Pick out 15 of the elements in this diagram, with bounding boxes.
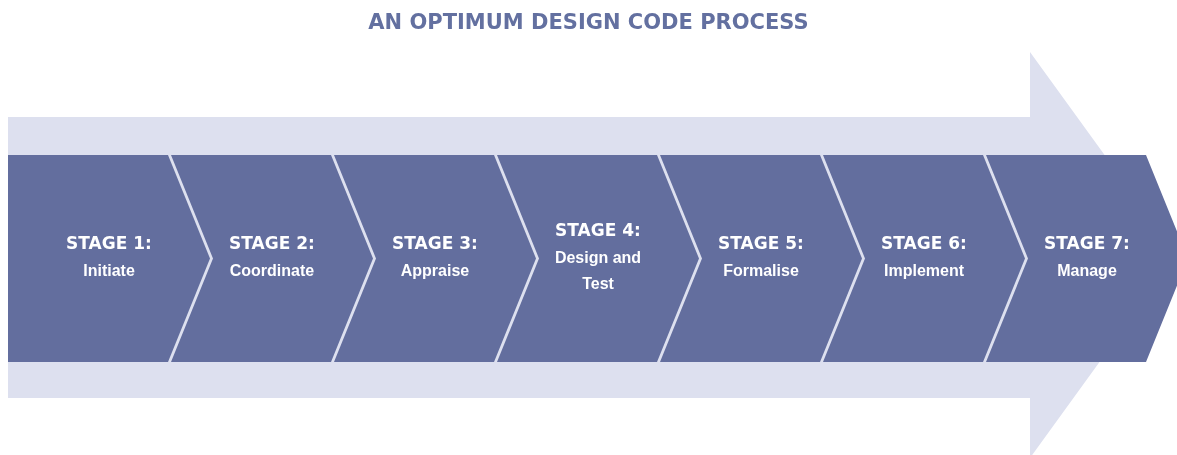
diagram-title: AN OPTIMUM DESIGN CODE PROCESS: [368, 10, 809, 34]
stage-name: Formalise: [723, 261, 799, 281]
stage-heading: STAGE 5:: [718, 233, 804, 253]
stage-name: Coordinate: [229, 261, 315, 281]
stage-name: Appraise: [400, 261, 470, 281]
stage-heading: STAGE 7:: [1044, 233, 1130, 253]
stage-name: Manage: [1057, 261, 1117, 281]
stage-name: Implement: [884, 261, 964, 281]
stage-heading: STAGE 1:: [66, 233, 152, 253]
stage-heading: STAGE 6:: [881, 233, 967, 253]
stage-heading: STAGE 3:: [392, 233, 478, 253]
stage-heading: STAGE 2:: [229, 233, 315, 253]
stage-name: Design and Test: [553, 248, 643, 294]
stage-name: Initiate: [83, 261, 135, 281]
stage-heading: STAGE 4:: [555, 220, 641, 240]
